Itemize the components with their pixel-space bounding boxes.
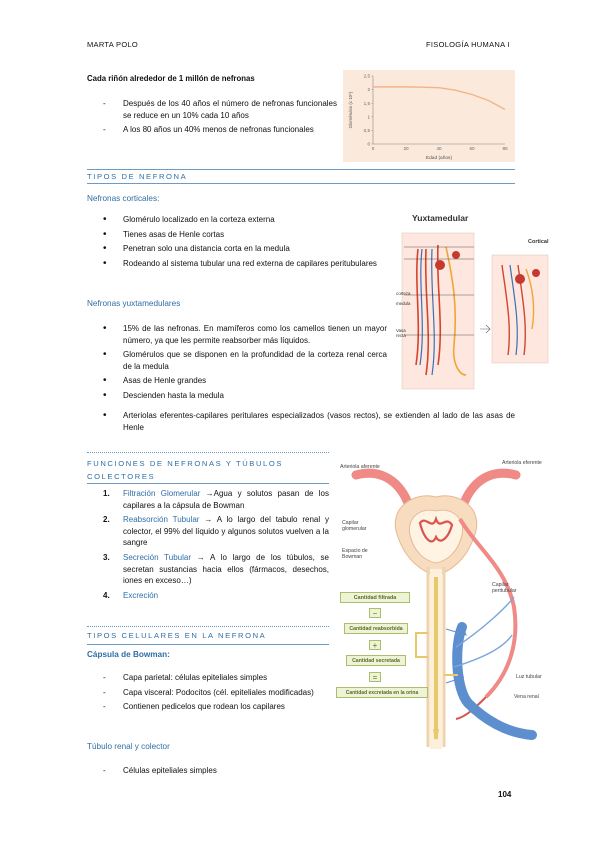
subsection-corticales: Nefronas corticales: [87, 194, 160, 203]
chart-ytick-label: 2 [367, 87, 370, 92]
page-number: 104 [498, 790, 512, 799]
section-rule [87, 452, 329, 453]
box-cantidad-filtrada: Cantidad filtrada [340, 592, 410, 603]
list-item: Después de los 40 años el número de nefr… [87, 98, 337, 121]
subsection-tubulo: Túbulo renal y colector [87, 742, 170, 751]
section-rule [87, 183, 515, 184]
glomerulos-age-chart: 0 0,5 1 1,5 2 2,5 0 20 40 60 80 Edad (años) Glomé… [343, 70, 515, 162]
funciones-list: 1.Filtración Glomerular →Agua y solutos … [87, 488, 329, 604]
chart-xtick-label: 60 [469, 146, 475, 151]
operator-equals: = [369, 672, 381, 682]
chart-ytick-label: 1,5 [364, 101, 371, 106]
chart-ytick-label: 2,5 [364, 74, 371, 79]
chart-xtick-label: 80 [502, 146, 508, 151]
label-cortical: Cortical [528, 239, 549, 245]
header-subject: FISOLOGÍA HUMANA I [426, 40, 510, 49]
list-item: Glomérulos que se disponen en la profund… [87, 348, 387, 372]
label-corteza: corteza [396, 291, 411, 296]
operator-minus: − [369, 608, 381, 618]
list-item: 1.Filtración Glomerular →Agua y solutos … [103, 489, 329, 510]
yuxtamedulares-list: 15% de las nefronas. En mamíferos como l… [87, 322, 387, 405]
list-item: Penetran solo una distancia corta en la … [87, 242, 387, 256]
list-item: 3.Secreción Tubular → A lo largo de los … [103, 552, 329, 586]
section-title-celulares: TIPOS CELULARES EN LA NEFRONA [87, 631, 267, 640]
label-espacio-bowman: Espacio de Bowman [342, 548, 368, 560]
section-title-tipos: TIPOS DE NEFRONA [87, 172, 188, 181]
corticales-list: Glomérulo localizado en la corteza exter… [87, 213, 387, 272]
subsection-yuxtamedulares: Nefronas yuxtamedulares [87, 299, 181, 308]
list-item: Capa visceral: Podocitos (cél. epitelial… [87, 687, 329, 699]
label-arteriola-aferente: Arteriola aferente [340, 464, 380, 470]
section-rule [87, 169, 515, 170]
list-item: Glomérulo localizado en la corteza exter… [87, 213, 387, 227]
chart-xtick-label: 20 [403, 146, 409, 151]
box-cantidad-excretada: Cantidad excretada en la orina [336, 687, 428, 698]
box-cantidad-secretada: Cantidad secretada [346, 655, 406, 666]
label-medula: medula [396, 301, 411, 306]
chart-ytick-label: 1 [367, 114, 370, 119]
chart-background [343, 70, 515, 162]
chart-xticks: 0 20 40 60 80 [372, 146, 508, 151]
chart-xlabel: Edad (años) [426, 155, 453, 161]
label-vasa-recta: Vasa recta [396, 328, 406, 338]
chart-series-line [373, 86, 506, 111]
chart-xtick-label: 40 [436, 146, 442, 151]
label-vena-renal: Vena renal [514, 694, 539, 700]
section-rule [87, 644, 329, 645]
section-title-funciones: FUNCIONES DE NEFRONAS Y TÚBULOS COLECTOR… [87, 459, 284, 481]
chart-ytick-label: 0 [367, 142, 370, 147]
box-cantidad-reabsorbida: Cantidad reabsorbida [344, 623, 408, 634]
list-item: A los 80 años un 40% menos de nefronas f… [87, 124, 337, 136]
label-yuxtamedular: Yuxtamedular [412, 213, 469, 223]
list-item: Capa parietal: células epiteliales simpl… [87, 672, 329, 684]
nephron-function-figure: Arteriola aferente Arteriola eferente Ca… [336, 457, 546, 757]
yuxtamedulares-list-wide: Arteriolas eferentes-capilares peritular… [87, 409, 515, 436]
intro-lead: Cada riñón alrededor de 1 millón de nefr… [87, 74, 255, 83]
list-item: 2.Reabsorción Tubular → A lo largo del t… [103, 515, 329, 548]
section-rule [87, 626, 329, 627]
label-capilar-glomerular: Capilar glomerular [342, 520, 367, 532]
label-luz-tubular: Luz tubular [516, 674, 542, 680]
label-arteriola-eferente: Arteriola eferente [502, 460, 542, 466]
list-item: 4.Excreción [103, 590, 159, 600]
list-item: Arteriolas eferentes-capilares peritular… [87, 409, 515, 433]
header-author: MARTA POLO [87, 40, 139, 49]
tubulo-list: Células epiteliales simples [87, 765, 329, 780]
operator-plus: + [369, 640, 381, 650]
nephron-function-drawing [351, 468, 537, 749]
chart-ytick-label: 0,5 [364, 128, 371, 133]
list-item: 15% de las nefronas. En mamíferos como l… [87, 322, 387, 346]
nephron-types-drawing [401, 232, 549, 390]
list-item: Descienden hasta la medula [87, 389, 387, 403]
chart-xtick-label: 0 [372, 146, 375, 151]
list-item: Tienes asas de Henle cortas [87, 228, 387, 242]
section-rule [87, 483, 329, 484]
list-item: Células epiteliales simples [87, 765, 329, 777]
list-item: Contienen pedicelos que rodean los capil… [87, 701, 329, 713]
bowman-list: Capa parietal: células epiteliales simpl… [87, 672, 329, 716]
subsection-bowman: Cápsula de Bowman: [87, 650, 170, 659]
chart-ylabel: Glomérulos (x 10⁶) [348, 91, 353, 128]
nephron-types-figure: Yuxtamedular Cortical corteza medula Vas… [396, 207, 548, 405]
intro-list: Después de los 40 años el número de nefr… [87, 98, 337, 139]
chart-yticks: 0 0,5 1 1,5 2 2,5 [364, 74, 371, 147]
list-item: Rodeando al sistema tubular una red exte… [87, 257, 387, 271]
label-capilar-peritubular: Capilar peritubular [492, 582, 517, 594]
list-item: Asas de Henle grandes [87, 374, 387, 388]
